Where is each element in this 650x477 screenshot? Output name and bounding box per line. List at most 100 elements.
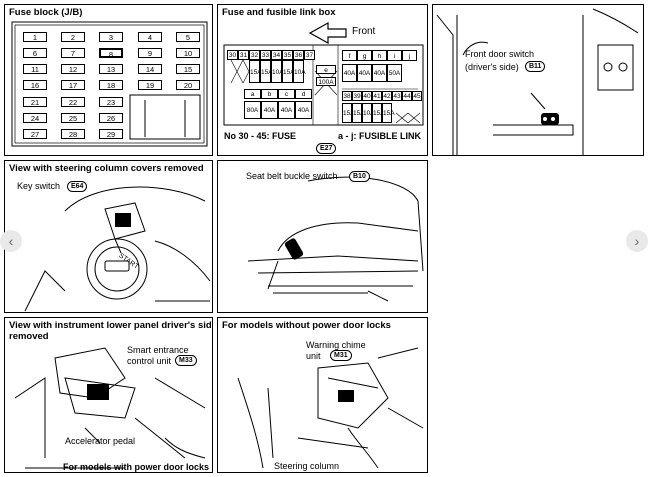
fuse-28: 28 <box>61 129 85 139</box>
link-j: j <box>402 50 417 61</box>
connector-b10: B10 <box>349 171 370 182</box>
connector-m33: M33 <box>175 355 197 366</box>
fuse-14: 14 <box>138 64 162 74</box>
fuse-1: 1 <box>23 32 47 42</box>
fuse-slot-43: 43 <box>392 91 402 101</box>
link-d: d <box>295 89 312 99</box>
fuse-6: 6 <box>23 48 47 58</box>
fuse-slot-34: 34 <box>271 50 282 60</box>
fuse-slot-41: 41 <box>372 91 382 101</box>
fuse-22: 22 <box>61 97 85 107</box>
link-rating-fj-3: 50A <box>387 64 402 82</box>
fuse-rating-bot-4: 15A <box>382 103 395 123</box>
chime-unit-label-1: Warning chime <box>306 340 366 350</box>
link-rating-ad-1: 40A <box>261 101 278 119</box>
seat-belt-panel: Seat belt buckle switch B10 <box>217 160 428 313</box>
fuse-slot-45: 45 <box>412 91 422 101</box>
link-rating-fj-0: 40A <box>342 64 357 82</box>
link-e-rating: 100A <box>316 77 336 86</box>
link-b: b <box>261 89 278 99</box>
chime-panel: For models without power door locks Warn… <box>217 317 428 473</box>
key-switch-title: View with steering column covers removed <box>9 163 204 174</box>
next-arrow-icon[interactable]: › <box>626 230 648 252</box>
fuse-slot-44: 44 <box>402 91 412 101</box>
fuse-rating-top-0: 15A <box>249 60 262 83</box>
fuse-slot-35: 35 <box>282 50 293 60</box>
fuse-5: 5 <box>176 32 200 42</box>
link-rating-ad-3: 40A <box>295 101 312 119</box>
fuse-block-title: Fuse block (J/B) <box>9 7 83 18</box>
key-switch-panel: View with steering column covers removed… <box>4 160 213 313</box>
connector-b11: B11 <box>525 61 546 72</box>
fuse-3: 3 <box>99 32 123 42</box>
fuse-13: 13 <box>99 64 123 74</box>
fuse-block-outline <box>11 21 208 147</box>
fuse-slot-42: 42 <box>382 91 392 101</box>
link-g: g <box>357 50 372 61</box>
front-arrow-icon <box>308 21 347 45</box>
fuse-rating-top-1: 15A <box>260 60 273 83</box>
fuse-2: 2 <box>61 32 85 42</box>
link-box-title: Fuse and fusible link box <box>222 7 336 18</box>
fuse-9: 9 <box>138 48 162 58</box>
link-rating-fj-2: 40A <box>372 64 387 82</box>
fuse-27: 27 <box>23 129 47 139</box>
fuse-15: 15 <box>176 64 200 74</box>
fuse-16: 16 <box>23 80 47 90</box>
smart-unit-label-1: Smart entrance <box>127 345 189 355</box>
seat-drawing <box>247 176 424 302</box>
instrument-drawing <box>14 347 206 469</box>
connector-e64: E64 <box>67 181 88 192</box>
front-label: Front <box>352 26 376 37</box>
fuse-slot-38: 38 <box>342 91 352 101</box>
fuse-rating-top-2: 10A <box>271 60 284 83</box>
fuse-rating-bot-1: 15A <box>352 103 365 123</box>
link-rating-fj-1: 40A <box>357 64 372 82</box>
instrument-panel: View with instrument lower panel driver'… <box>4 317 213 473</box>
fuse-21: 21 <box>23 97 47 107</box>
fuse-slot-36: 36 <box>293 50 304 60</box>
fuse-25: 25 <box>61 113 85 123</box>
accelerator-pedal-label: Accelerator pedal <box>65 436 136 446</box>
connector-m31: M31 <box>330 350 352 361</box>
fuse-19: 19 <box>138 80 162 90</box>
key-switch-drawing <box>24 186 211 312</box>
prev-arrow-icon[interactable]: ‹ <box>0 230 22 252</box>
fuse-slot-31: 31 <box>238 50 249 60</box>
link-rating-ad-2: 40A <box>278 101 295 119</box>
instrument-title-2: removed <box>9 331 49 342</box>
fuse-4: 4 <box>138 32 162 42</box>
fuse-slot-37: 37 <box>304 50 315 60</box>
fusible-link-caption: a - j: FUSIBLE LINK <box>338 131 421 141</box>
chime-title: For models without power door locks <box>222 320 391 331</box>
fuse-17: 17 <box>61 80 85 90</box>
fuse-20: 20 <box>176 80 200 90</box>
link-e: e <box>316 65 336 74</box>
door-switch-label-1: Front door switch <box>465 49 535 59</box>
connector-e27: E27 <box>316 143 337 154</box>
fuse-11: 11 <box>23 64 47 74</box>
door-switch-label-2: (driver's side) <box>465 62 519 72</box>
fuse-rating-bot-3: 15A <box>372 103 385 123</box>
door-switch-drawing <box>436 8 639 155</box>
key-switch-label: Key switch <box>17 181 61 191</box>
fuse-rating-bot-2: 10A <box>362 103 375 123</box>
seat-belt-label: Seat belt buckle switch <box>246 171 338 181</box>
door-switch-panel: Front door switch (driver's side) B11 <box>432 4 644 156</box>
fuse-18: 18 <box>99 80 123 90</box>
smart-unit-label-2: control unit <box>127 356 172 366</box>
link-rating-ad-0: 80A <box>244 101 261 119</box>
fuse-slot-32: 32 <box>249 50 260 60</box>
steering-column-label: Steering column <box>274 461 340 471</box>
fuse-caption: No 30 - 45: FUSE <box>224 131 297 141</box>
chime-drawing <box>237 347 424 469</box>
instrument-title-1: View with instrument lower panel driver'… <box>9 320 213 331</box>
fuse-rating-bot-0: 15A <box>342 103 355 123</box>
fuse-7: 7 <box>61 48 85 58</box>
fuse-8: 8 <box>99 48 123 59</box>
link-c: c <box>278 89 295 99</box>
fuse-26: 26 <box>99 113 123 123</box>
fuse-slot-39: 39 <box>352 91 362 101</box>
